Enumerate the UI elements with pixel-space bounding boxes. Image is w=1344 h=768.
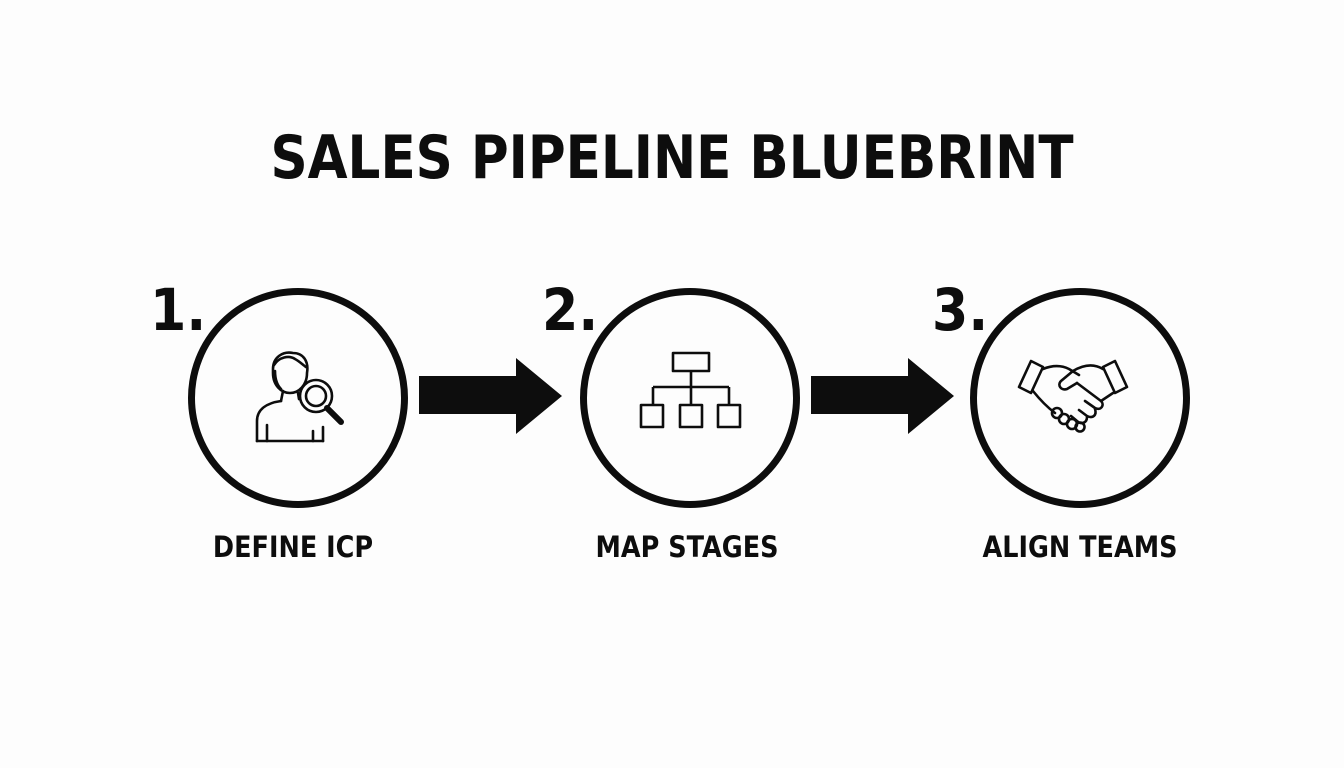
arrow-right-icon xyxy=(811,358,954,434)
page-title: SALES PIPELINE BLUEBRINT xyxy=(270,123,1074,193)
step-number-3: 3. xyxy=(932,276,989,344)
step-circle-3 xyxy=(970,288,1190,508)
step-number-1: 1. xyxy=(150,276,207,344)
step-circle-1 xyxy=(188,288,408,508)
handshake-icon xyxy=(1017,359,1129,433)
step-number-2: 2. xyxy=(542,276,599,344)
step-label-1: DEFINE ICP xyxy=(212,530,374,564)
hierarchy-chart-icon xyxy=(639,351,742,429)
person-magnifier-icon xyxy=(255,351,344,443)
step-label-2: MAP STAGES xyxy=(595,530,779,564)
step-circle-2 xyxy=(580,288,800,508)
step-label-3: ALIGN TEAMS xyxy=(982,530,1178,564)
arrow-right-icon xyxy=(419,358,562,434)
